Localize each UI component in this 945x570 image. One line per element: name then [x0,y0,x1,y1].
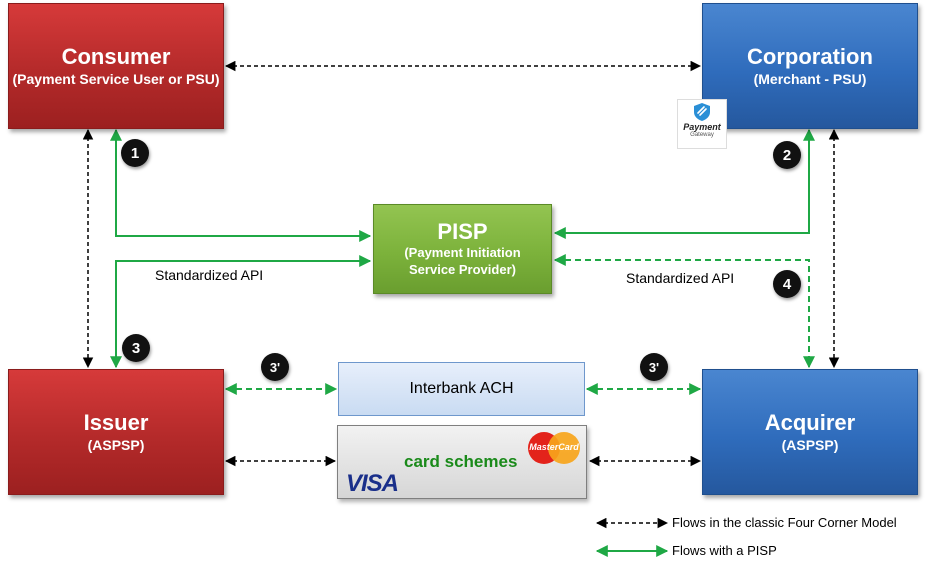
legend-classic-label: Flows in the classic Four Corner Model [672,515,897,530]
pisp-subtitle-line1: (Payment Initiation [404,245,521,260]
pisp-subtitle-line2: Service Provider) [409,262,516,277]
step-2-badge: 2 [773,141,801,169]
step-3-badge: 3 [122,334,150,362]
step-4-badge: 4 [773,270,801,298]
visa-logo: VISA [346,470,399,497]
gateway-sublabel: Gateway [690,132,714,138]
acquirer-box: Acquirer (ASPSP) [702,369,918,495]
card-schemes-label: card schemes [404,452,518,471]
payment-gateway-logo: Payment Gateway [677,99,727,149]
issuer-title: Issuer [83,409,149,435]
corporation-box: Corporation (Merchant - PSU) [702,3,918,129]
issuer-box: Issuer (ASPSP) [8,369,224,495]
step-1-badge: 1 [121,139,149,167]
acquirer-subtitle: (ASPSP) [781,436,839,453]
consumer-subtitle: (Payment Service User or PSU) [12,70,220,87]
step-3-prime-left-badge: 3' [261,353,289,381]
flow-pisp-acquirer [553,254,815,369]
pisp-box: PISP (Payment Initiation Service Provide… [373,204,552,294]
card-schemes-box: card schemes VISA MasterCard [337,425,587,499]
flow-consumer-pisp [110,128,372,242]
legend-pisp-label: Flows with a PISP [672,543,777,558]
mastercard-text: MasterCard [529,442,579,452]
api-label-left: Standardized API [155,267,264,283]
consumer-box: Consumer (Payment Service User or PSU) [8,3,224,129]
acquirer-title: Acquirer [764,409,856,435]
ach-label: Interbank ACH [409,380,514,397]
pisp-title: PISP [437,219,488,244]
corporation-subtitle: (Merchant - PSU) [753,70,867,87]
mastercard-circle-yellow [548,432,580,464]
flow-issuer-pisp [110,255,372,369]
interbank-ach-box: Interbank ACH [338,362,585,416]
api-label-right: Standardized API [626,270,735,286]
gateway-shield-icon [694,103,710,121]
gateway-label: Payment [683,122,721,132]
issuer-subtitle: (ASPSP) [87,436,145,453]
flow-corporation-pisp [553,128,815,239]
step-3-prime-right-badge: 3' [640,353,668,381]
corporation-title: Corporation [747,43,873,69]
mastercard-logo: MasterCard [528,432,580,464]
consumer-title: Consumer [61,43,171,69]
